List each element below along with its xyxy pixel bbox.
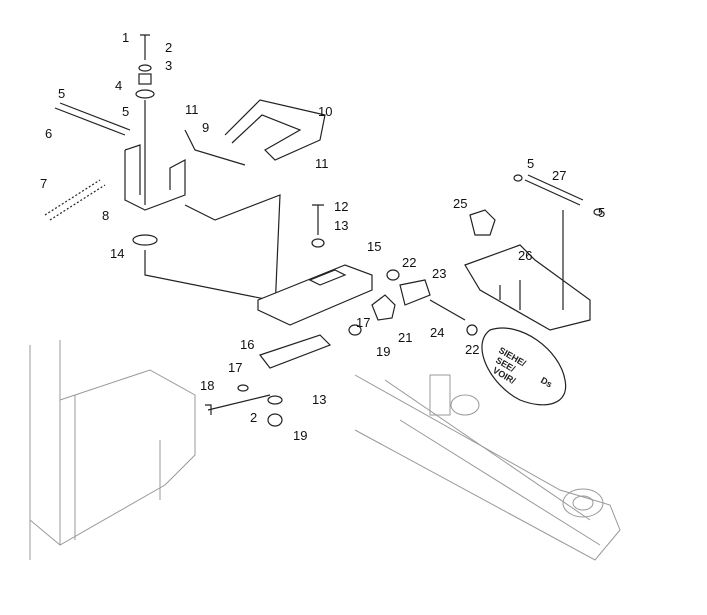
callout-number: 19 <box>376 344 390 359</box>
callout-number: 10 <box>318 104 332 119</box>
callout-number: 25 <box>453 196 467 211</box>
callout-number: 2 <box>250 410 257 425</box>
callout-number: 13 <box>334 218 348 233</box>
callout-number: 8 <box>102 208 109 223</box>
callout-number: 23 <box>432 266 446 281</box>
callout-number: 24 <box>430 325 444 340</box>
callout-number: 7 <box>40 176 47 191</box>
callout-number: 9 <box>202 120 209 135</box>
callout-number: 4 <box>115 78 122 93</box>
reference-code: Ds <box>539 375 554 389</box>
callout-number: 5 <box>527 156 534 171</box>
callout-number: 18 <box>200 378 214 393</box>
callout-number: 3 <box>165 58 172 73</box>
callout-number: 13 <box>312 392 326 407</box>
parts <box>44 34 603 427</box>
reference-note: SIEHE/ SEE/ VOIR/ Ds <box>481 327 567 406</box>
callout-number: 5 <box>58 86 65 101</box>
callout-number: 2 <box>165 40 172 55</box>
callout-number: 15 <box>367 239 381 254</box>
callout-number: 21 <box>398 330 412 345</box>
callout-number: 11 <box>315 156 329 171</box>
callout-number: 1 <box>122 30 129 45</box>
callout-number: 16 <box>240 337 254 352</box>
callout-number: 17 <box>356 315 370 330</box>
callout-number: 27 <box>552 168 566 183</box>
callout-number: 17 <box>228 360 242 375</box>
callout-number: 12 <box>334 199 348 214</box>
callout-number: 19 <box>293 428 307 443</box>
callout-number: 5 <box>598 205 605 220</box>
callout-number: 11 <box>185 102 199 117</box>
machine-frame <box>29 340 621 561</box>
callout-number: 5 <box>122 104 129 119</box>
callout-number: 6 <box>45 126 52 141</box>
callout-number: 14 <box>110 246 124 261</box>
callout-number: 22 <box>402 255 416 270</box>
callout-number: 26 <box>518 248 532 263</box>
callout-number: 22 <box>465 342 479 357</box>
